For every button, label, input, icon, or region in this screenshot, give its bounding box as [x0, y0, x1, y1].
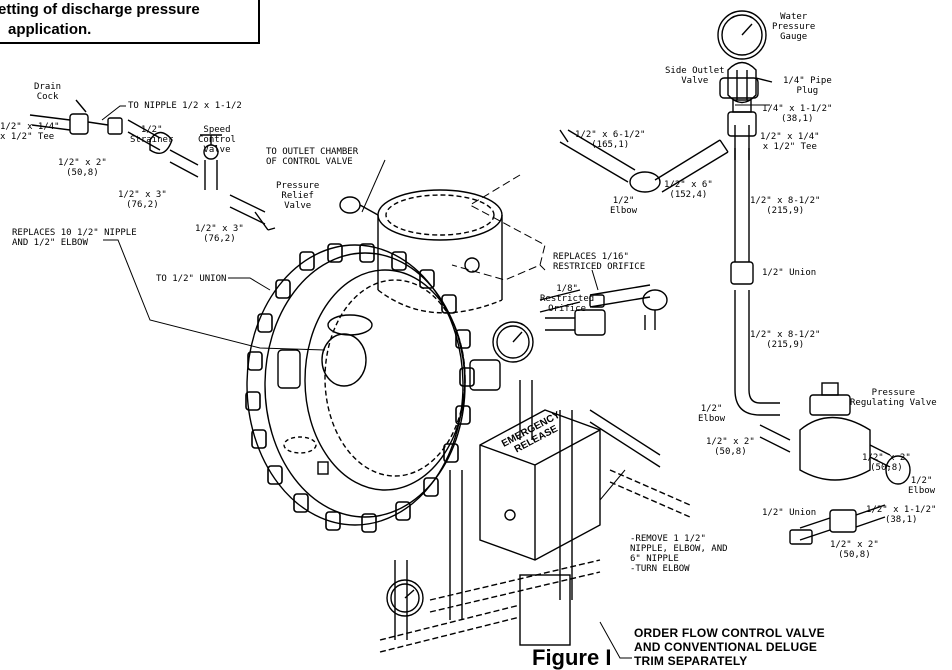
- pressure-regulating-valve: [759, 382, 911, 485]
- label-nipple-6-half: 1/2" x 6-1/2" (165,1): [575, 130, 646, 150]
- label-nipple-8-top: 1/2" x 8-1/2" (215,9): [750, 196, 821, 216]
- order-note-line-1: ORDER FLOW CONTROL VALVE: [634, 626, 825, 640]
- label-elbow-far: 1/2" Elbow: [908, 476, 936, 496]
- label-nipple-6: 1/2" x 6" (152,4): [664, 180, 713, 200]
- label-tee-right: 1/2" x 1/4" x 1/2" Tee: [760, 132, 820, 152]
- side-outlet-valve: [727, 61, 773, 104]
- label-nipple-3a: 1/2" x 3" (76,2): [118, 190, 167, 210]
- label-pressure-reg: Pressure Regulating Valve: [850, 388, 937, 408]
- gauges: [386, 10, 767, 617]
- lower-trim-piping: [379, 359, 691, 653]
- label-pipe-plug: 1/4" Pipe Plug: [783, 76, 832, 96]
- label-to-nipple: TO NIPPLE 1/2 x 1-1/2: [128, 101, 242, 111]
- order-note: ORDER FLOW CONTROL VALVE AND CONVENTIONA…: [634, 626, 825, 668]
- label-replaces-nipple: REPLACES 10 1/2" NIPPLE AND 1/2" ELBOW: [12, 228, 137, 248]
- label-nipple-2-c: 1/2" x 2" (50,8): [830, 540, 879, 560]
- label-to-union: TO 1/2" UNION: [156, 274, 227, 284]
- lower-right-fittings: [789, 504, 886, 545]
- order-note-line-2: AND CONVENTIONAL DELUGE: [634, 640, 818, 654]
- left-trim-chain: [29, 99, 379, 231]
- label-speed-control: Speed Control Valve: [198, 125, 236, 155]
- label-tee-left: 1/2" x 1/4" x 1/2" Tee: [0, 122, 60, 142]
- label-to-outlet: TO OUTLET CHAMBER OF CONTROL VALVE: [266, 147, 359, 167]
- note-line-2: application.: [8, 21, 92, 38]
- label-relief-valve: Pressure Relief Valve: [276, 181, 320, 211]
- label-nipple-2-left: 1/2" x 2" (50,8): [58, 158, 107, 178]
- figure-caption: Figure I: [532, 645, 612, 670]
- label-union-right: 1/2" Union: [762, 268, 817, 278]
- label-nipple-2-b: 1/2" x 2" (50,8): [862, 453, 911, 473]
- label-nipple-1-half: 1/2" x 1-1/2" (38,1): [866, 505, 937, 525]
- main-valve-disc: [245, 243, 475, 533]
- label-remove-note: -REMOVE 1 1/2" NIPPLE, ELBOW, AND 6" NIP…: [630, 534, 728, 574]
- label-union-bottom: 1/2" Union: [762, 508, 817, 518]
- release-box: [479, 409, 601, 561]
- label-restricted-orifice: 1/8" Restricted Orifice: [540, 284, 595, 314]
- label-nipple-3b: 1/2" x 3" (76,2): [195, 224, 244, 244]
- label-elbow-right: 1/2" Elbow: [698, 404, 726, 424]
- note-box: etting of discharge pressure application…: [0, 0, 260, 44]
- order-note-line-3: TRIM SEPARATELY: [634, 654, 748, 668]
- label-replaces-orifice: REPLACES 1/16" RESTRICED ORIFICE: [553, 252, 646, 272]
- label-nipple-8-bottom: 1/2" x 8-1/2" (215,9): [750, 330, 821, 350]
- label-drain-cock: Drain Cock: [34, 82, 62, 102]
- label-strainer: 1/2" Strainer: [130, 125, 174, 145]
- label-nipple-2-a: 1/2" x 2" (50,8): [706, 437, 755, 457]
- label-nipple-quarter: 1/4" x 1-1/2" (38,1): [762, 104, 833, 124]
- orifice-region: [545, 294, 606, 336]
- label-water-gauge: Water Pressure Gauge: [772, 12, 816, 42]
- upper-diagonal-pipes: [539, 129, 729, 330]
- right-pipe-run: [719, 70, 780, 416]
- label-side-outlet: Side Outlet Valve: [665, 66, 725, 86]
- note-line-1: etting of discharge pressure: [0, 1, 200, 18]
- label-elbow-mid: 1/2" Elbow: [610, 196, 638, 216]
